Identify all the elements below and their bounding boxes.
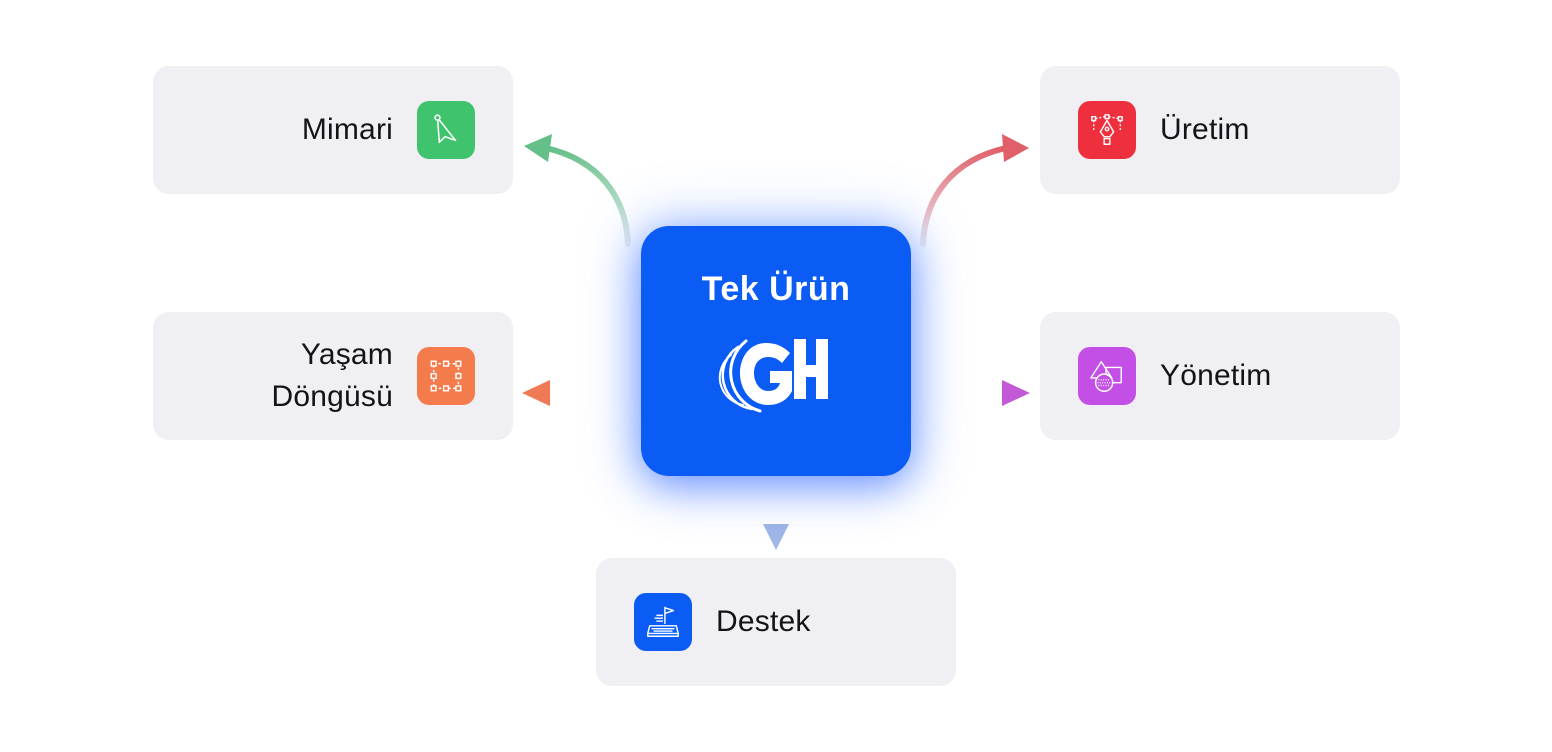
node-destek[interactable]: Destek <box>596 558 956 686</box>
node-uretim-label: Üretim <box>1160 113 1250 146</box>
arrow-to-yonetim <box>919 380 1030 406</box>
node-uretim[interactable]: Üretim <box>1040 66 1400 194</box>
hub-tek-urun[interactable]: Tek Ürün <box>641 226 911 476</box>
hub-title: Tek Ürün <box>701 270 851 308</box>
node-yasam-dongusu-label: Yaşam Döngüsü <box>271 338 393 413</box>
node-yonetim-label: Yönetim <box>1160 359 1272 392</box>
arrow-to-yasam-dongusu <box>522 380 633 406</box>
pen-tool-icon <box>1078 101 1136 159</box>
node-yasam-dongusu[interactable]: Yaşam Döngüsü <box>153 312 513 440</box>
gh-logo-icon <box>718 339 828 413</box>
flag-keyboard-icon <box>634 593 692 651</box>
cursor-arrow-icon <box>417 101 475 159</box>
bounding-box-icon <box>417 347 475 405</box>
node-mimari[interactable]: Mimari <box>153 66 513 194</box>
node-yonetim[interactable]: Yönetim <box>1040 312 1400 440</box>
node-mimari-label: Mimari <box>301 113 393 146</box>
arrow-to-mimari <box>524 134 631 247</box>
arrow-to-uretim <box>920 134 1029 247</box>
shapes-icon <box>1078 347 1136 405</box>
arrow-to-destek <box>763 493 789 550</box>
node-destek-label: Destek <box>716 605 811 638</box>
